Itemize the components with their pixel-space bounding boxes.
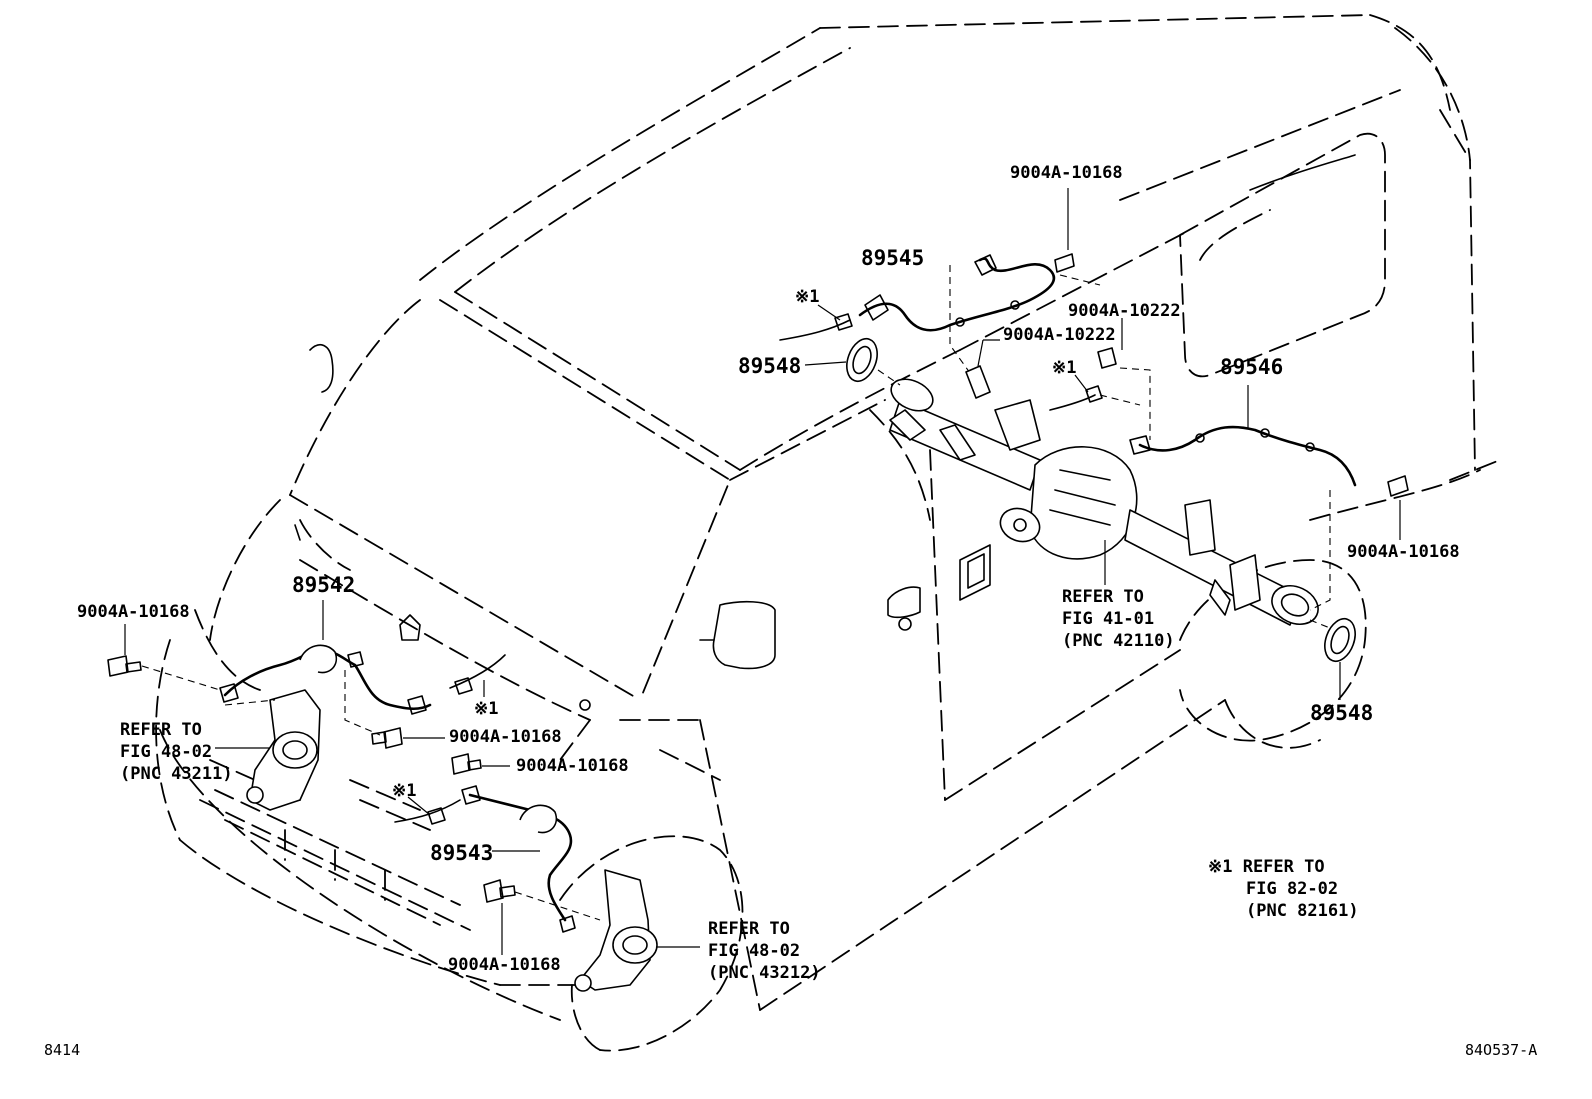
label-89548-bottom: 89548 bbox=[1310, 701, 1373, 725]
footnote-line-1: ※1 REFER TO bbox=[1208, 857, 1325, 877]
label-bolt-front-mid-b: 9004A-10168 bbox=[516, 756, 629, 776]
rear-axle-housing bbox=[889, 378, 1319, 626]
label-bolt-rear-right: 9004A-10168 bbox=[1347, 542, 1460, 562]
label-bolt-front-mid-a: 9004A-10168 bbox=[449, 727, 562, 747]
label-89542: 89542 bbox=[292, 573, 355, 597]
label-note-mark-front-b: ※1 bbox=[392, 781, 416, 801]
refer-front-right-line-2: FIG 48-02 bbox=[708, 941, 800, 961]
refer-front-left-line-3: (PNC 43211) bbox=[120, 764, 233, 784]
footer-figure-code: 84O537-A bbox=[1465, 1041, 1537, 1059]
sensor-rotor-ring-rear-right bbox=[1309, 617, 1356, 700]
refer-front-left-line-1: REFER TO bbox=[120, 720, 202, 740]
refer-rear-line-2: FIG 41-01 bbox=[1062, 609, 1154, 629]
front-left-steering-knuckle bbox=[215, 689, 321, 811]
vehicle-body-outline bbox=[155, 14, 1501, 1052]
refer-front-right-callout: REFER TO FIG 48-02 (PNC 43212) bbox=[708, 919, 821, 983]
refer-rear-axle-callout: REFER TO FIG 41-01 (PNC 42110) bbox=[1062, 587, 1175, 651]
footnote-line-3: (PNC 82161) bbox=[1246, 901, 1359, 921]
label-note-mark-rear-b: ※1 bbox=[1052, 358, 1076, 378]
label-89545: 89545 bbox=[861, 246, 924, 270]
front-right-steering-knuckle bbox=[574, 869, 700, 992]
label-bolt-front-left: 9004A-10168 bbox=[77, 602, 190, 622]
rear-left-speed-sensor bbox=[779, 188, 1101, 399]
label-bolt-10222-b: 9004A-10222 bbox=[1003, 325, 1116, 345]
footer-page-code: 8414 bbox=[44, 1041, 80, 1059]
label-bolt-10222-a: 9004A-10222 bbox=[1068, 301, 1181, 321]
label-note-mark-front-a: ※1 bbox=[474, 699, 498, 719]
label-89543: 89543 bbox=[430, 841, 493, 865]
refer-front-left-callout: REFER TO FIG 48-02 (PNC 43211) bbox=[120, 720, 233, 784]
vehicle-body-details bbox=[294, 154, 1356, 711]
label-note-mark-rear-a: ※1 bbox=[795, 287, 819, 307]
front-right-speed-sensor bbox=[394, 785, 601, 955]
footnote-refer: ※1 REFER TO FIG 82-02 (PNC 82161) bbox=[1208, 857, 1359, 921]
refer-front-right-line-1: REFER TO bbox=[708, 919, 790, 939]
refer-rear-line-1: REFER TO bbox=[1062, 587, 1144, 607]
rear-right-speed-sensor bbox=[1049, 318, 1409, 611]
part-number-labels: 89545 89548 89546 89548 89542 89543 9004… bbox=[77, 163, 1460, 975]
refer-rear-line-3: (PNC 42110) bbox=[1062, 631, 1175, 651]
label-bolt-top-rear: 9004A-10168 bbox=[1010, 163, 1123, 183]
front-left-speed-sensor bbox=[107, 600, 510, 775]
refer-front-left-line-2: FIG 48-02 bbox=[120, 742, 212, 762]
label-bolt-front-bottom: 9004A-10168 bbox=[448, 955, 561, 975]
footnote-line-2: FIG 82-02 bbox=[1246, 879, 1338, 899]
sensor-rotor-ring-rear-left bbox=[804, 337, 901, 386]
label-89548-top: 89548 bbox=[738, 354, 801, 378]
refer-front-right-line-3: (PNC 43212) bbox=[708, 963, 821, 983]
label-89546: 89546 bbox=[1220, 355, 1283, 379]
